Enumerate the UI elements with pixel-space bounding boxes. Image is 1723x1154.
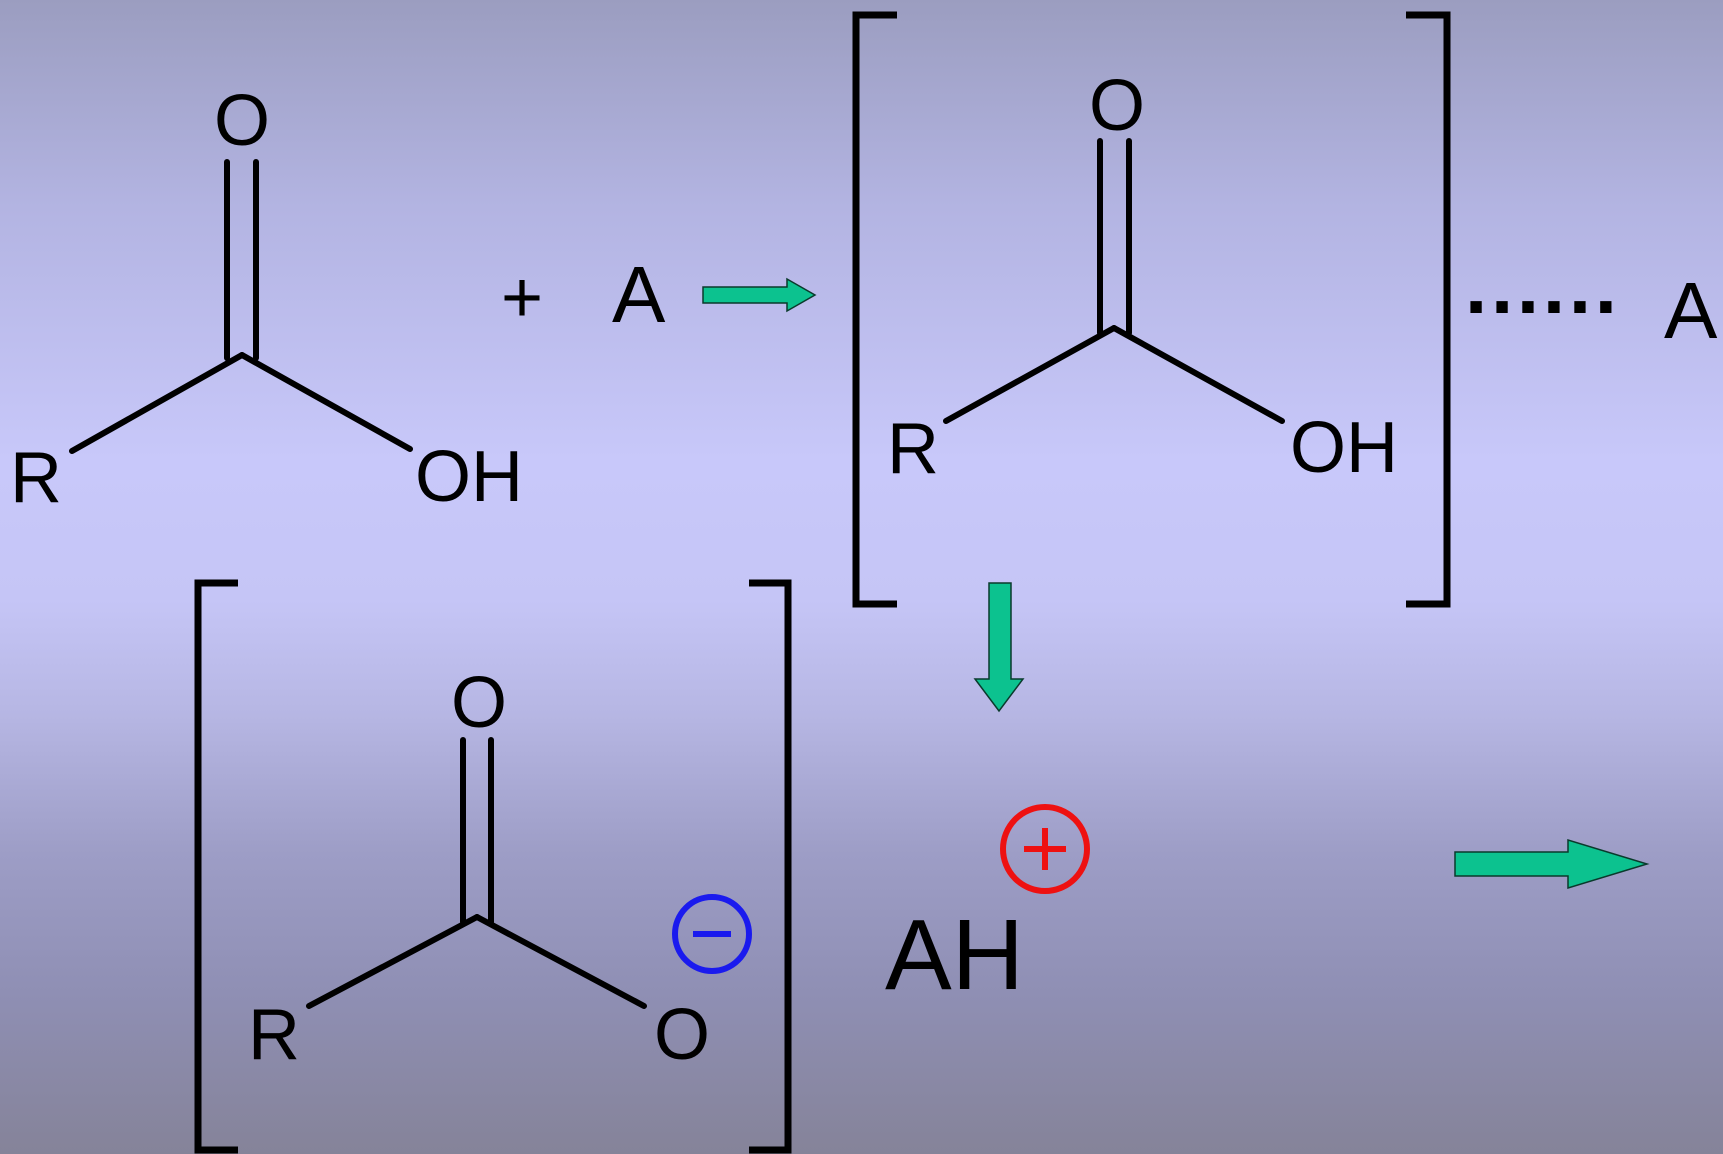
plus-sign: + [501,258,543,338]
carboxylate-bracket-right [749,579,792,1154]
carboxylate-molecule: O R O [248,663,710,1075]
reactant-r-bond [69,352,245,454]
arrow-right-2 [1454,838,1650,890]
negative-charge-icon [672,894,752,974]
carboxylate-r-group: R [248,995,300,1075]
positive-charge-icon [1000,804,1090,894]
arrow-right-1 [702,277,817,313]
complex-carbonyl-oxygen: O [1089,66,1145,146]
reactant-molecule: O R OH [10,81,523,518]
carboxylate-oxygen: O [654,995,710,1075]
complex-bracket-right [1406,11,1451,608]
reactant-oh-bond [239,352,413,452]
complex-r-group: R [887,409,939,489]
arrow-down [973,582,1025,713]
carboxylate-o-bond [474,914,647,1009]
reagent-a: A [612,250,666,339]
reactant-carbonyl-oxygen: O [214,81,270,161]
reactant-r-group: R [10,438,62,518]
reactant-hydroxyl: OH [415,437,523,517]
complex-r-bond [943,325,1117,424]
carboxylate-r-bond [306,914,480,1009]
protonated-acid-label: AH [885,899,1024,1011]
complex-bracket-left [852,11,897,608]
complex-hydroxyl: OH [1290,408,1398,488]
complex-oh-bond [1111,325,1285,424]
carboxylate-carbonyl-oxygen: O [451,663,507,743]
complex-partner-a: A [1664,266,1718,355]
carboxylate-bracket-left [194,579,238,1154]
hydrogen-bond-dots: ...... [1465,241,1617,330]
complex-molecule: O R OH [887,66,1398,489]
